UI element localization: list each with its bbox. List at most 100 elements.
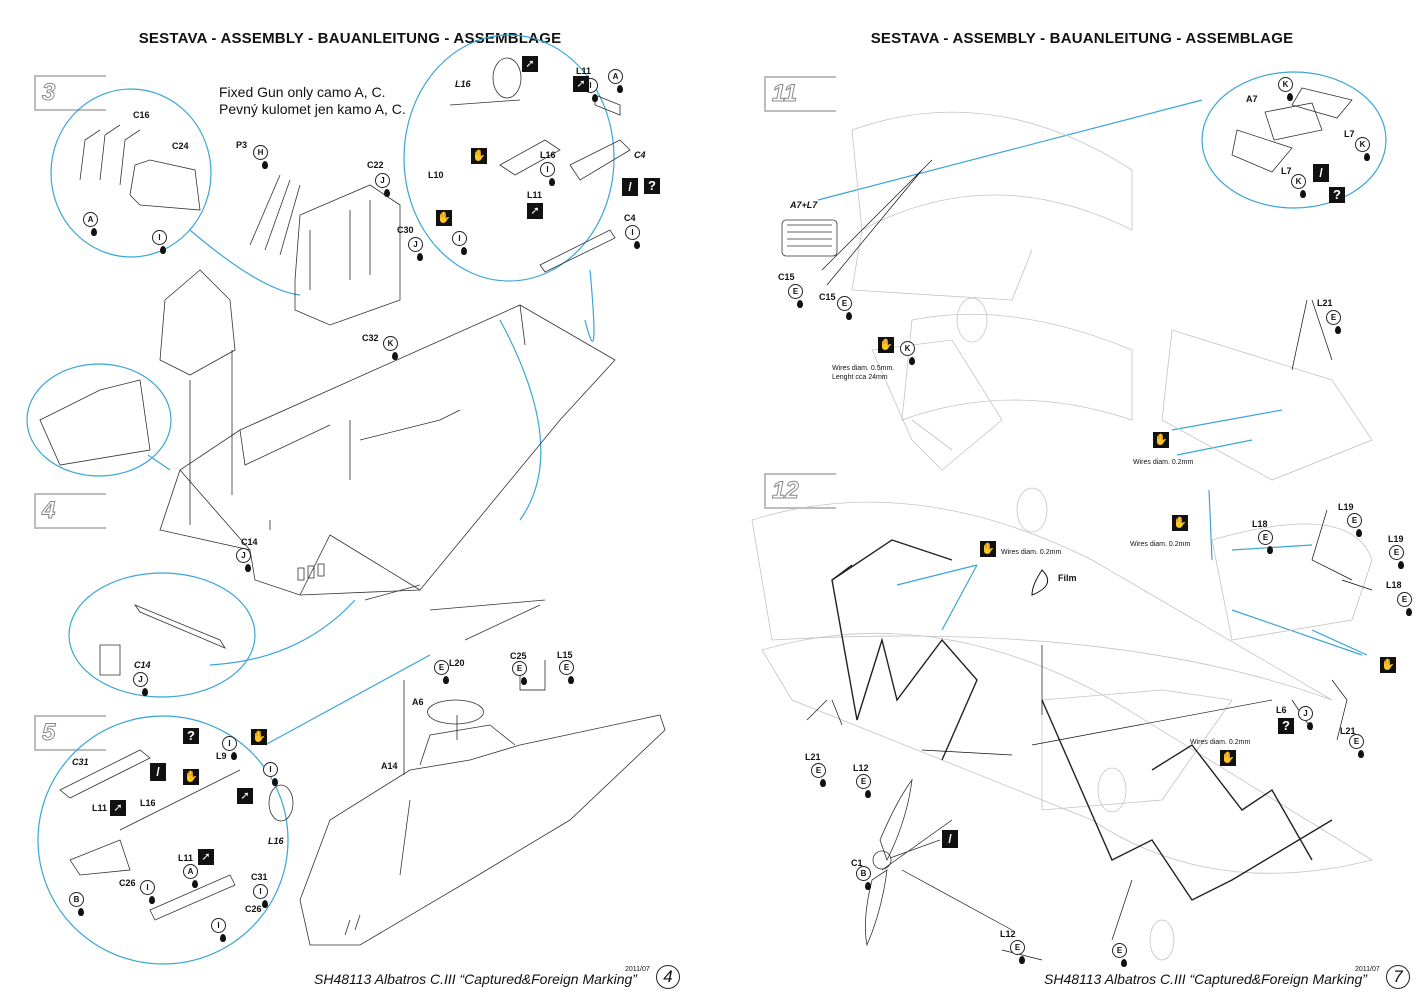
paint-badge: E [1112,943,1127,958]
glue-hand-icon: ✋ [878,337,894,353]
detail-circle-c16-c24 [50,88,212,258]
part-label: C16 [133,110,150,120]
paint-drop-icon [1307,722,1313,730]
paint-drop-icon [262,900,268,908]
glue-hand-icon: ✋ [251,729,267,745]
paint-badge: K [1355,137,1370,152]
part-label: L18 [1252,519,1268,529]
paint-drop-icon [1287,93,1293,101]
left-page: SESTAVA - ASSEMBLY - BAUANLEITUNG - ASSE… [26,30,680,989]
paint-badge: E [1347,513,1362,528]
part-label: L16 [540,150,556,160]
footer-kit-title: SH48113 Albatros C.III “Captured&Foreign… [314,971,637,987]
part-label: C14 [134,660,151,670]
part-label: C26 [119,878,136,888]
part-label: C4 [634,150,646,160]
paint-badge: E [811,763,826,778]
paint-drop-icon [521,677,527,685]
paint-badge: E [1010,940,1025,955]
step-box-3: 3 [34,75,106,111]
paint-drop-icon [192,880,198,888]
detail-circle-c14 [68,572,256,698]
left-page-header: SESTAVA - ASSEMBLY - BAUANLEITUNG - ASSE… [138,30,562,47]
paint-badge: E [837,296,852,311]
glue-hand-icon: ✋ [471,148,487,164]
paint-badge: I [540,162,555,177]
paint-drop-icon [384,189,390,197]
paint-badge: I [263,762,278,777]
paint-badge: I [253,884,268,899]
paint-badge: J [236,548,251,563]
part-label: L12 [853,763,869,773]
part-label: L19 [1338,502,1354,512]
detail-circle-gun-l11 [403,34,615,282]
part-label: C31 [72,757,89,767]
glue-hand-icon: ✋ [1172,515,1188,531]
paint-drop-icon [142,688,148,696]
bend-part-icon: ➚ [198,849,214,865]
paint-badge: I [452,231,467,246]
paint-badge: A [83,212,98,227]
paint-badge: H [253,145,268,160]
paint-drop-icon [392,352,398,360]
right-page: SESTAVA - ASSEMBLY - BAUANLEITUNG - ASSE… [712,0,1424,995]
step-number-5: 5 [41,719,56,747]
question-icon: ? [1329,187,1345,203]
glue-hand-icon: ✋ [183,769,199,785]
step-number-4: 4 [41,497,56,525]
alternative-icon: / [1313,164,1329,182]
glue-hand-icon: ✋ [1220,750,1236,766]
wire-note: Lenght cca 24mm [832,374,888,381]
bend-part-icon: ➚ [522,56,538,72]
paint-drop-icon [1358,750,1364,758]
paint-badge: A [608,69,623,84]
part-label: C24 [172,141,189,151]
part-label: C32 [362,333,379,343]
paint-drop-icon [443,676,449,684]
part-label: L21 [1340,726,1356,736]
glue-hand-icon: ✋ [1380,657,1396,673]
bend-part-icon: ➚ [573,76,589,92]
paint-drop-icon [1335,326,1341,334]
paint-drop-icon [461,247,467,255]
detail-circle-step5 [37,715,289,965]
paint-badge: E [1389,545,1404,560]
paint-drop-icon [1267,546,1273,554]
paint-drop-icon [1406,608,1412,616]
question-icon: ? [1278,718,1294,734]
paint-badge: E [1258,530,1273,545]
paint-drop-icon [231,752,237,760]
paint-drop-icon [846,312,852,320]
part-label: L11 [178,853,194,863]
paint-drop-icon [820,779,826,787]
paint-drop-icon [1364,153,1370,161]
question-icon: ? [644,178,660,194]
note-fixed-gun-en: Fixed Gun only camo A, C. [219,84,386,100]
right-page-header: SESTAVA - ASSEMBLY - BAUANLEITUNG - ASSE… [870,30,1294,47]
paint-badge: E [512,661,527,676]
part-label: L20 [449,658,465,668]
part-label: L12 [1000,929,1016,939]
paint-drop-icon [220,934,226,942]
paint-badge: A [183,864,198,879]
paint-badge: E [788,284,803,299]
paint-badge: J [375,173,390,188]
question-icon: ? [183,728,199,744]
step-box-11: 11 [764,76,836,112]
paint-drop-icon [568,676,574,684]
part-label: L18 [1386,580,1402,590]
part-label: C15 [819,292,836,302]
paint-badge: J [408,237,423,252]
paint-drop-icon [797,300,803,308]
part-label: C1 [851,858,863,868]
paint-badge: B [856,866,871,881]
alternative-icon: / [622,178,638,196]
left-assembly-drawing [26,34,666,965]
paint-drop-icon [1121,959,1127,967]
part-label: C4 [624,213,636,223]
part-label: L11 [576,66,592,76]
paint-badge: E [1349,734,1364,749]
part-label: L16 [455,79,471,89]
wire-note: Wires diam. 0.2mm [1133,459,1194,466]
part-label: C25 [510,651,527,661]
